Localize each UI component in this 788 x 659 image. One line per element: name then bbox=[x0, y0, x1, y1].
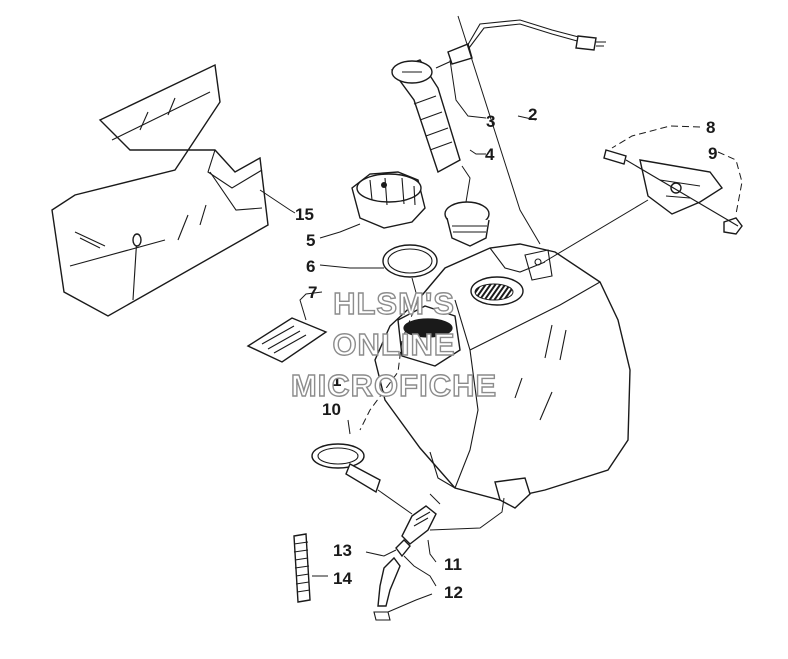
fuel-gauge-part-3 bbox=[390, 47, 467, 174]
fitting-part-11 bbox=[395, 505, 437, 558]
callout-1: 1 bbox=[332, 371, 341, 390]
callout-8: 8 bbox=[706, 118, 715, 137]
callout-11: 11 bbox=[444, 555, 462, 574]
callout-4: 4 bbox=[485, 145, 495, 164]
fuel-tank-part-1 bbox=[374, 243, 631, 509]
callout-3: 3 bbox=[486, 112, 495, 131]
heat-shield-part-15 bbox=[51, 63, 269, 317]
callout-15: 15 bbox=[295, 205, 314, 224]
callout-13: 13 bbox=[333, 541, 352, 560]
watermark-line-1: HLSM'S bbox=[333, 286, 455, 321]
gasket-part-6 bbox=[382, 244, 438, 278]
watermark-line-2: ONLINE bbox=[332, 327, 455, 362]
wire-harness bbox=[447, 19, 606, 65]
callout-9: 9 bbox=[708, 144, 717, 163]
callout-6: 6 bbox=[306, 257, 315, 276]
strap-part-10 bbox=[311, 443, 381, 494]
hose-part-12 bbox=[373, 556, 401, 621]
decal-part-7 bbox=[246, 317, 328, 363]
callout-12: 12 bbox=[444, 583, 463, 602]
leader-lines bbox=[259, 15, 743, 613]
callout-2: 2 bbox=[528, 105, 537, 124]
callout-14: 14 bbox=[333, 569, 352, 588]
watermark-line-3: MICROFICHE bbox=[291, 368, 497, 403]
callout-10: 10 bbox=[322, 400, 341, 419]
callout-5: 5 bbox=[306, 231, 315, 250]
fuel-cap-part-5 bbox=[351, 171, 426, 229]
mounting-bracket-parts-8-9 bbox=[603, 149, 743, 235]
grommet-part-4 bbox=[444, 201, 490, 247]
watermark: HLSM'S ONLINE MICROFICHE bbox=[290, 285, 497, 403]
callout-7: 7 bbox=[308, 283, 317, 302]
hose-part-14 bbox=[293, 533, 311, 603]
